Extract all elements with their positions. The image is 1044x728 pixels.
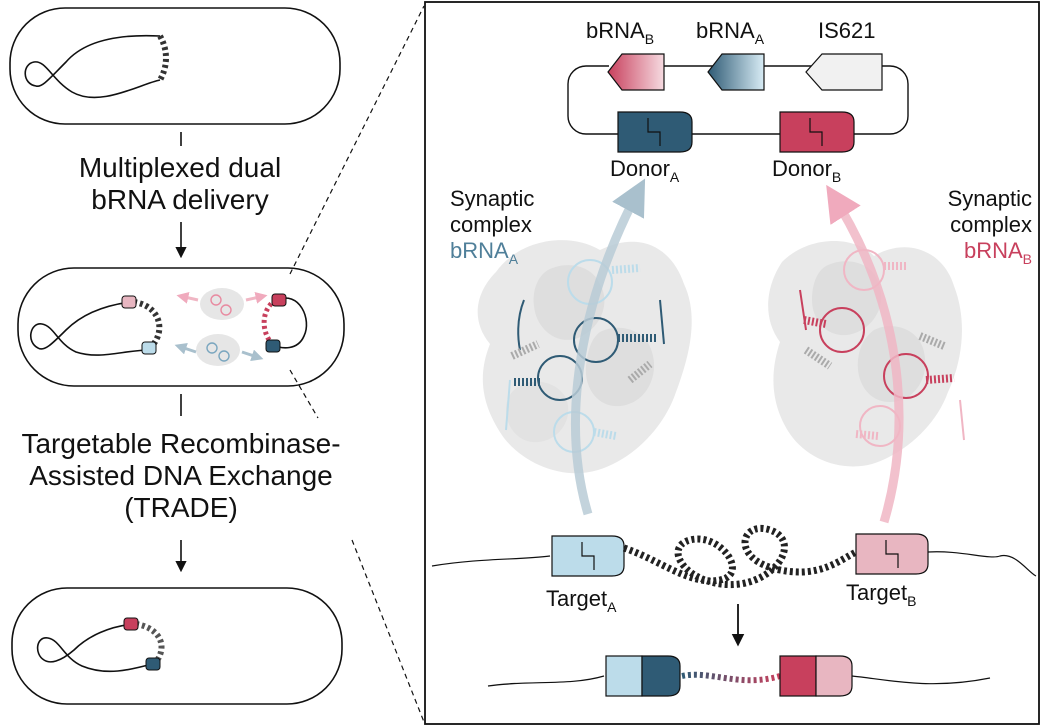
complex-a-line2: complex bbox=[450, 212, 532, 237]
target-b-block bbox=[855, 533, 929, 575]
target-a-block bbox=[551, 535, 625, 577]
donor-b-block bbox=[779, 111, 855, 153]
donor-a-block bbox=[617, 111, 693, 153]
product-right-block bbox=[779, 655, 853, 697]
zoom-line-mid bbox=[289, 369, 319, 419]
complex-b-line1: Synaptic bbox=[947, 186, 1032, 211]
target-b-label: TargetB bbox=[846, 580, 917, 609]
donor-b-label: DonorB bbox=[772, 156, 842, 185]
step2-line3: (TRADE) bbox=[124, 492, 238, 523]
step1-label: Multiplexed dual bRNA delivery bbox=[20, 152, 340, 216]
step2-line1: Targetable Recombinase- bbox=[21, 428, 341, 459]
product-left-block bbox=[605, 655, 681, 697]
is621-label: IS621 bbox=[818, 18, 876, 43]
is621-gene bbox=[805, 53, 883, 91]
step2-label: Targetable Recombinase- Assisted DNA Exc… bbox=[0, 428, 362, 524]
synaptic-complex-b bbox=[768, 240, 965, 467]
genome-product-left bbox=[487, 675, 605, 687]
brna-a-label: bRNAA bbox=[696, 18, 765, 47]
synaptic-complex-b-label: Synaptic complex bRNAB bbox=[922, 186, 1032, 272]
brna-a-gene bbox=[707, 53, 765, 91]
arrow-target-b-to-donor-b bbox=[826, 184, 904, 524]
genome-product-right bbox=[851, 675, 991, 685]
complex-b-brna: bRNAB bbox=[963, 238, 1032, 267]
brna-b-gene bbox=[607, 53, 665, 91]
step1-line1: Multiplexed dual bbox=[78, 152, 282, 183]
cell-after bbox=[11, 587, 343, 705]
synaptic-complex-a-label: Synaptic complex bRNAA bbox=[450, 186, 534, 272]
intervening-dna bbox=[622, 524, 858, 589]
donor-a-label: DonorA bbox=[610, 156, 680, 185]
complex-a-brna: bRNAA bbox=[450, 238, 519, 267]
arrow-target-a-to-donor-a bbox=[571, 178, 646, 516]
brna-b-label: bRNAB bbox=[586, 18, 655, 47]
product-linker bbox=[681, 671, 781, 684]
complex-a-line1: Synaptic bbox=[450, 186, 535, 211]
plasmid bbox=[567, 53, 909, 153]
step1-line2: bRNA delivery bbox=[91, 184, 269, 215]
zoom-line-bottom bbox=[351, 539, 425, 723]
genome-left bbox=[431, 555, 551, 567]
step2-line2: Assisted DNA Exchange bbox=[29, 460, 333, 491]
zoom-line-top bbox=[289, 5, 425, 275]
complex-b-line2: complex bbox=[950, 212, 1032, 237]
target-a-label: TargetA bbox=[546, 586, 617, 615]
cell-during bbox=[17, 267, 345, 387]
cell-before bbox=[9, 7, 341, 125]
genome-right bbox=[927, 551, 1037, 577]
